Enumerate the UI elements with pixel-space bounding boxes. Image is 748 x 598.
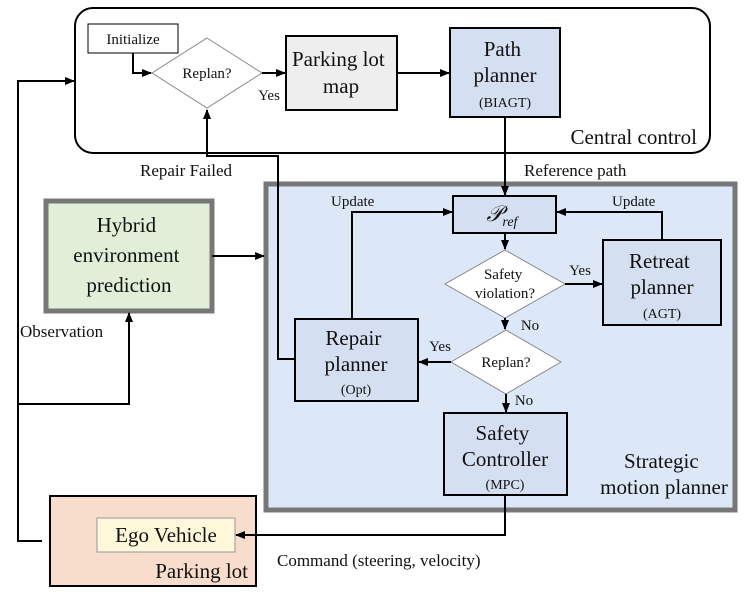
safety-controller-label: Safety Controller [462, 421, 548, 471]
strategic-motion-planner-label: Strategic motion planner [600, 449, 728, 499]
safety-violation-label: Safety violation? [475, 267, 535, 302]
arrow-observation [18, 312, 133, 405]
ego-vehicle-label: Ego Vehicle [115, 523, 217, 547]
replan-decision-top-label: Replan? [182, 66, 231, 82]
connectors [17, 53, 663, 542]
retreat-planner-subtitle: (AGT) [643, 307, 681, 322]
arrow-command [235, 495, 506, 539]
hybrid-prediction-label: Hybrid environment prediction [73, 213, 184, 297]
replan-decision-strategic-label: Replan? [481, 355, 530, 371]
safety-controller-subtitle: (MPC) [486, 478, 525, 493]
central-control-label: Central control [570, 125, 697, 149]
safety-violation-yes-label: Yes [569, 263, 591, 279]
replan-top-yes-label: Yes [258, 88, 280, 104]
repair-planner-subtitle: (Opt) [341, 383, 372, 398]
repair-planner-box [294, 318, 419, 402]
repair-failed-label: Repair Failed [140, 161, 233, 180]
initialize-box [87, 23, 179, 54]
command-label: Command (steering, velocity) [277, 551, 480, 570]
initialize-label: Initialize [106, 32, 160, 48]
arrow-repair-pref [351, 208, 453, 319]
parking-lot-map-label: Parking lot map [292, 47, 390, 98]
parking-lot-label: Parking lot [155, 559, 248, 583]
reference-path-label: Reference path [524, 161, 627, 180]
replan-decision-top [151, 37, 263, 109]
repair-planner-label: Repair planner [325, 326, 388, 376]
update-left-label: Update [331, 194, 375, 210]
path-planner-label: Path planner [474, 37, 537, 87]
retreat-planner-label: Retreat planner [629, 249, 695, 299]
safety-violation-no-label: No [521, 318, 539, 334]
observation-label: Observation [20, 322, 104, 341]
replan-yes-label: Yes [429, 339, 451, 355]
update-right-label: Update [612, 194, 656, 210]
safety-controller-box [443, 412, 568, 496]
arrow-initialize-replan [132, 53, 152, 77]
arrow-retreat-pref [556, 208, 663, 240]
path-planner-subtitle: (BIAGT) [479, 96, 531, 111]
retreat-planner-box [602, 239, 722, 326]
arrow-repair-failed [203, 109, 295, 360]
replan-no-label: No [515, 393, 533, 409]
